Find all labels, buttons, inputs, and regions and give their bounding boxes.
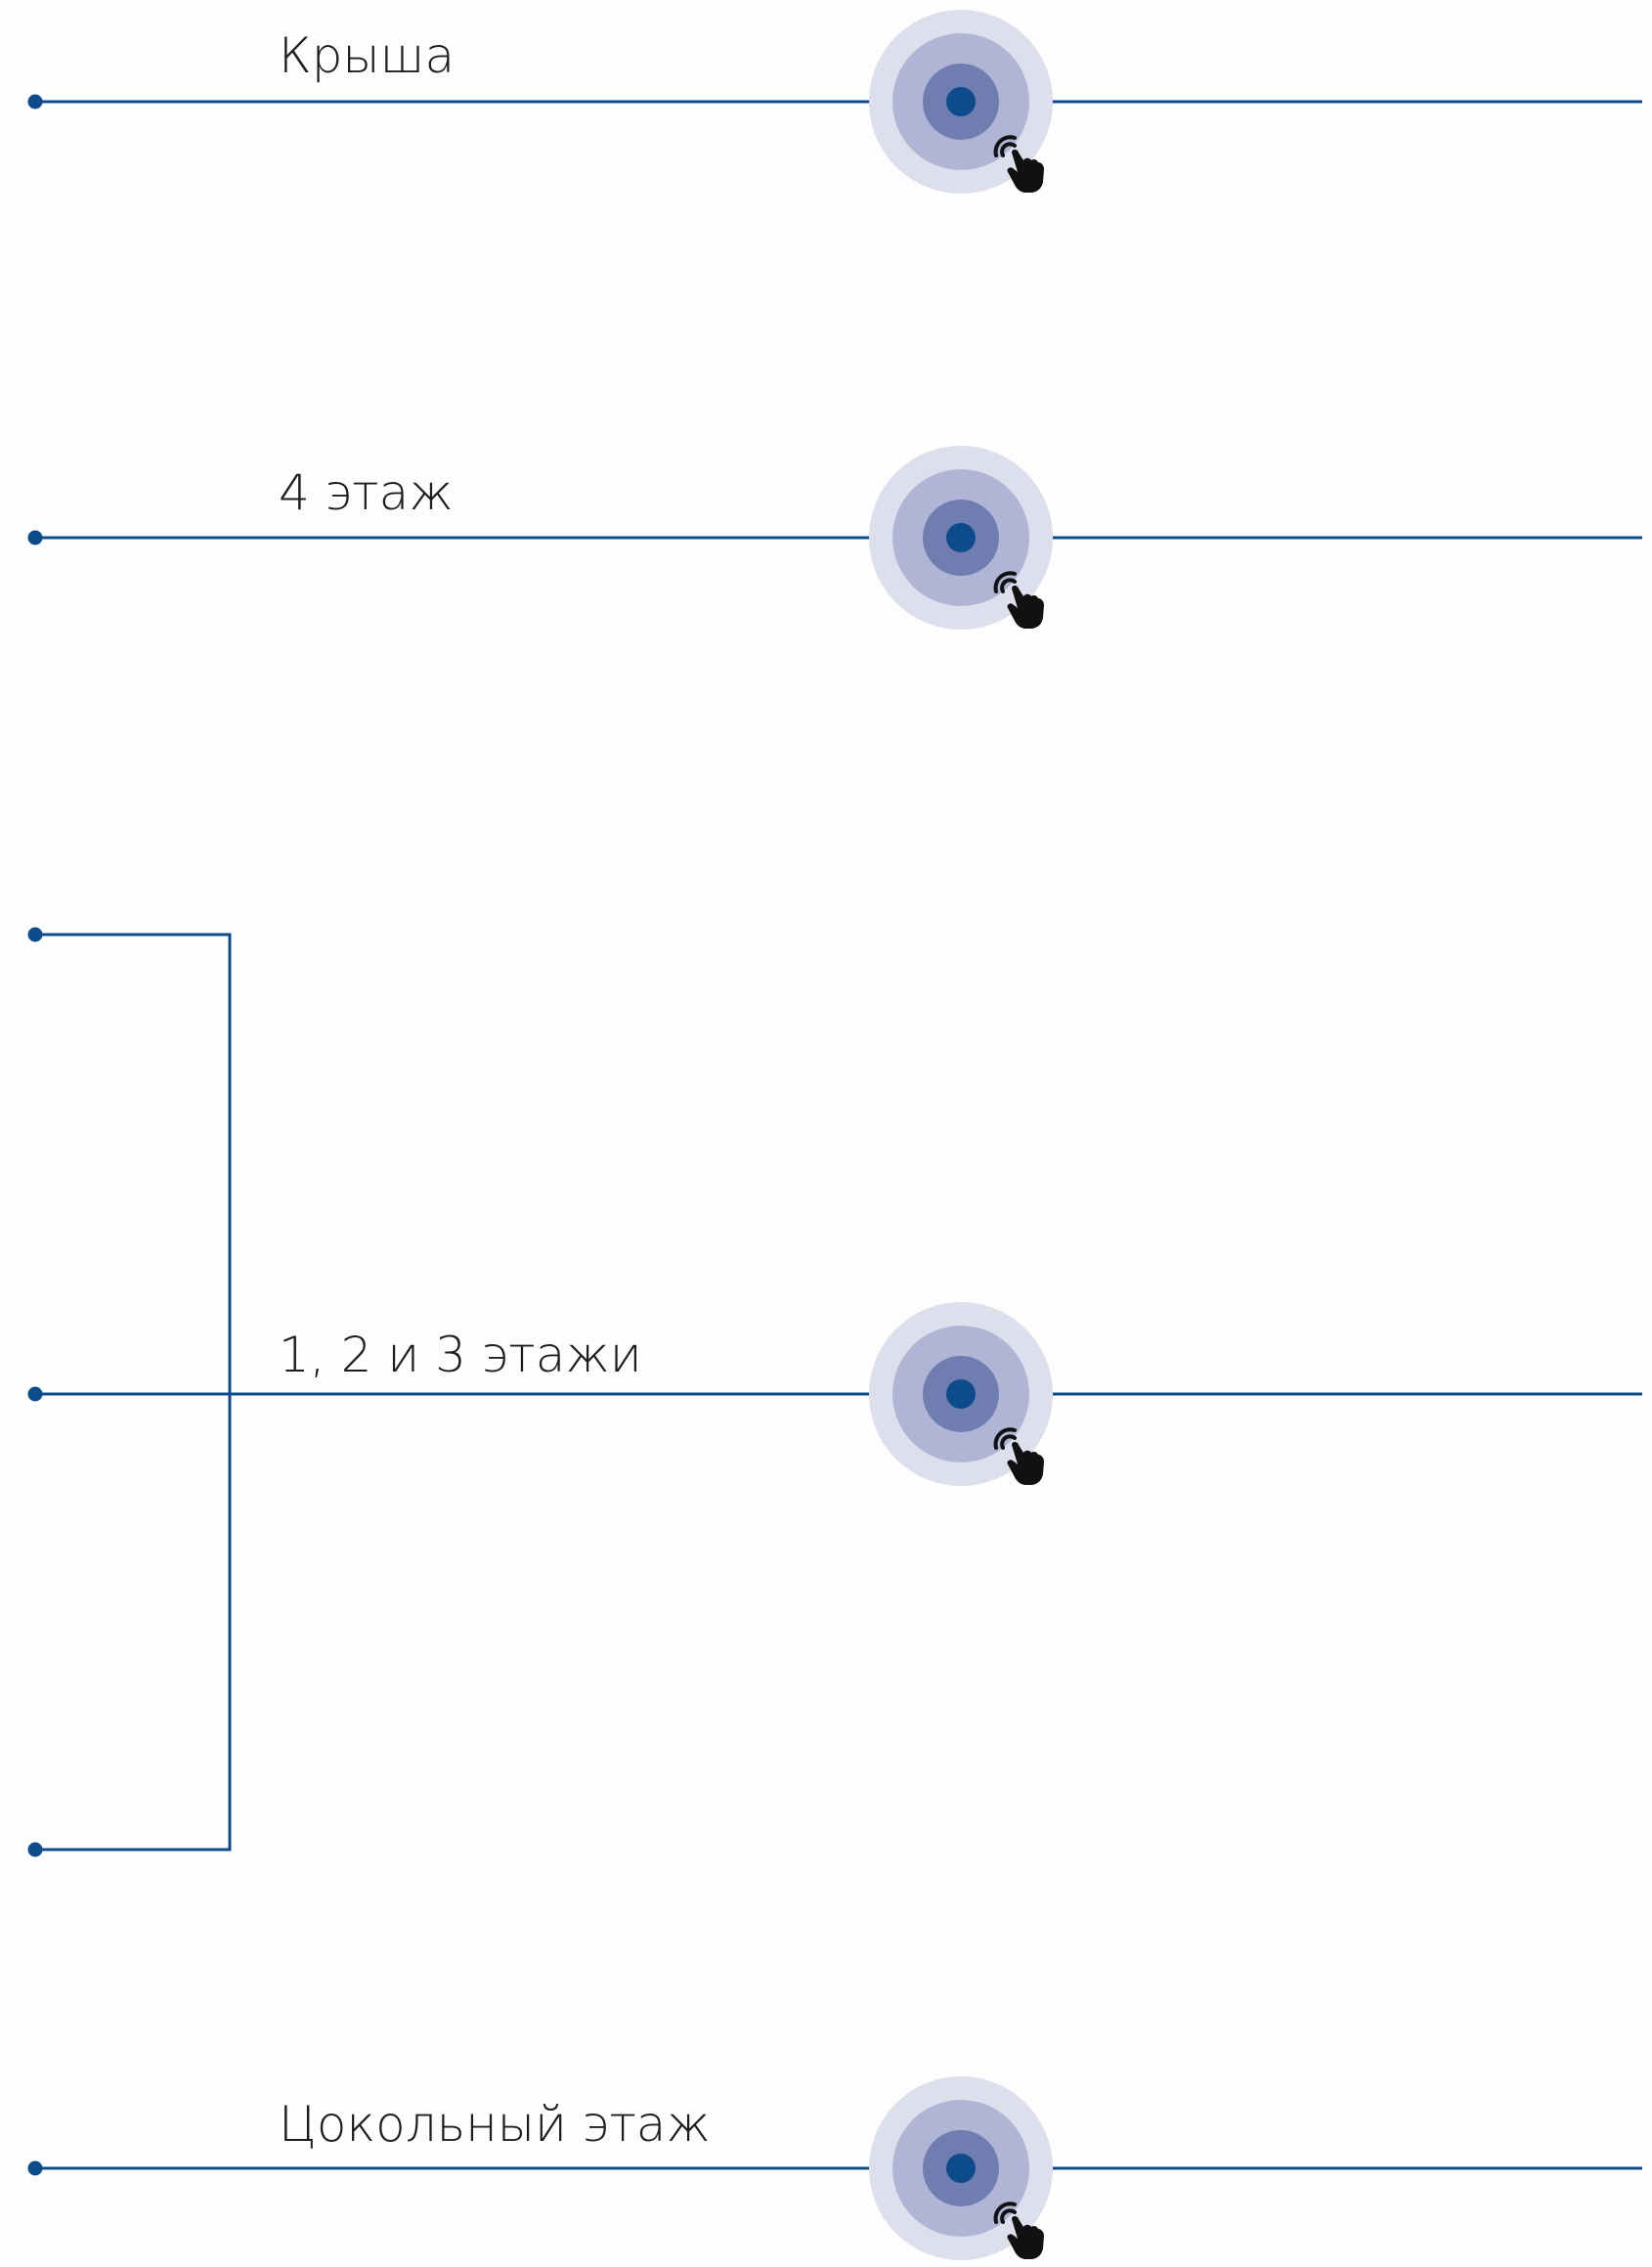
floor-label-1-3: 1, 2 и 3 этажи <box>279 1327 642 1383</box>
hotspot-core <box>946 1379 976 1409</box>
line-endpoint-dot <box>27 2160 43 2176</box>
touch-wave-inner <box>1000 2208 1017 2224</box>
hotspot-core <box>946 2154 976 2183</box>
floor-hotspot-roof[interactable] <box>869 10 1053 194</box>
line-endpoint-dot <box>27 94 43 109</box>
touch-wave-outer <box>993 135 1017 157</box>
hotspot-core <box>946 87 976 116</box>
hand-tap-icon <box>993 1427 1044 1485</box>
floor-hotspot-floors-1-3[interactable] <box>869 1302 1053 1486</box>
hand-shape <box>1007 1442 1044 1485</box>
floor-label-roof: Крыша <box>279 27 456 84</box>
floors-1-3-bracket <box>35 933 232 1852</box>
line-endpoint-dot <box>27 1386 43 1402</box>
hand-tap-icon <box>993 2202 1044 2259</box>
touch-wave-inner <box>1000 578 1017 593</box>
touch-wave-outer <box>993 571 1017 593</box>
hand-shape <box>1007 2216 1044 2259</box>
touch-wave-outer <box>993 1427 1017 1450</box>
touch-wave-inner <box>1000 142 1017 157</box>
hand-shape <box>1007 586 1044 629</box>
touch-wave-outer <box>993 2202 1017 2224</box>
bracket-endpoint-dot <box>27 927 43 942</box>
floor-label-basement: Цокольный этаж <box>279 2096 711 2153</box>
hand-tap-icon <box>993 135 1044 193</box>
floor-hotspot-basement[interactable] <box>869 2076 1053 2260</box>
floor-label-4: 4 этаж <box>279 464 454 521</box>
hand-tap-icon <box>993 571 1044 629</box>
touch-wave-inner <box>1000 1434 1017 1450</box>
hand-shape <box>1007 150 1044 193</box>
hotspot-core <box>946 523 976 552</box>
floor-hotspot-floor-4[interactable] <box>869 446 1053 630</box>
bracket-endpoint-dot <box>27 1842 43 1857</box>
line-endpoint-dot <box>27 530 43 545</box>
